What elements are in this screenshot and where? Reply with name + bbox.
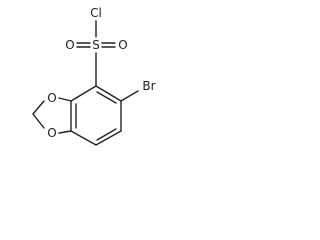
dioxole-ring xyxy=(32,97,72,134)
chemical-structure: Cl S O O Br O O xyxy=(32,6,156,146)
benzene-ring xyxy=(70,85,122,146)
atom-o-sulfonyl-left: O xyxy=(65,38,74,52)
ring-bond-c6-c1 xyxy=(70,85,97,102)
bond-o-lower-c xyxy=(58,130,72,134)
atom-cl: Cl xyxy=(90,6,102,20)
ring-bond-c3-c4 xyxy=(95,130,122,146)
ring-bond-c1-c2 xyxy=(95,85,122,102)
atom-s: S xyxy=(92,38,100,52)
atom-o-ring-lower: O xyxy=(47,126,56,140)
sulfonyl-chloride-group xyxy=(76,20,116,87)
bond-c-br xyxy=(120,90,139,102)
atom-o-sulfonyl-right: O xyxy=(118,38,127,52)
bond-c-o-upper xyxy=(58,97,72,102)
ring-double-bond-c1-c2 xyxy=(96,91,117,104)
bond-o-upper-ch2 xyxy=(32,100,45,115)
bond-ch2-o-lower xyxy=(32,113,45,129)
ring-double-bond-c3-c4 xyxy=(96,128,117,141)
ring-bond-c4-c5 xyxy=(70,130,97,146)
atom-o-ring-upper: O xyxy=(47,91,56,105)
atom-br: Br xyxy=(142,79,155,93)
